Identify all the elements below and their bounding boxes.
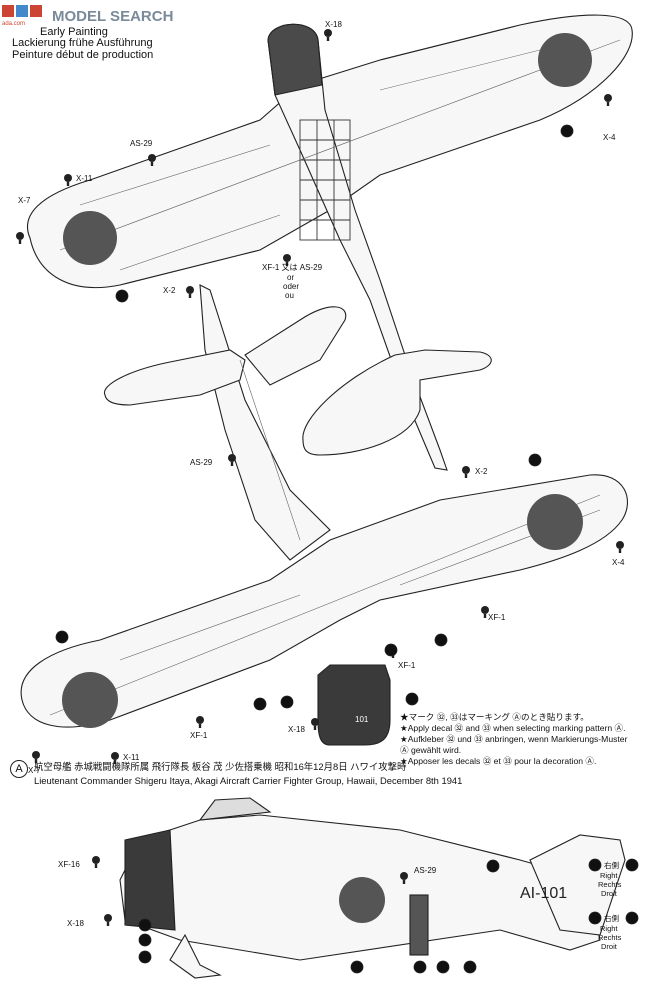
cowl-code: 101: [355, 715, 369, 724]
watermark-site: MODEL SEARCH: [52, 8, 173, 25]
callout-as29-top: AS-29: [130, 139, 153, 148]
callout-x7-bottom: X-7: [28, 766, 41, 775]
top-view-aircraft: [26, 14, 633, 471]
header-early-painting: Early Painting: [40, 26, 108, 38]
callout-xf1-left: XF-1: [190, 731, 208, 740]
callout-xf1-right: XF-1: [488, 613, 506, 622]
callout-x4-bottom: X-4: [612, 558, 625, 567]
decal-27: 27: [141, 953, 149, 962]
decal-30: 30: [489, 862, 497, 871]
right-jp-a: 右側: [604, 860, 619, 870]
hinomaru-bottom-right: [527, 494, 583, 550]
decal-1-b: 1: [120, 292, 124, 301]
droit-a: Droit: [601, 889, 618, 898]
callout-as29-side: AS-29: [414, 866, 437, 875]
decal-1-c: 1: [533, 456, 537, 465]
header-lackierung: Lackierung frühe Ausführung: [12, 37, 153, 49]
decal-1-a: 1: [565, 127, 569, 136]
marking-a-jp: 航空母艦 赤城戦闘機隊所属 飛行隊長 板谷 茂 少佐搭乗機 昭和16年12月8日…: [34, 761, 407, 772]
decal-28: 28: [591, 914, 599, 923]
decal-note: ★マーク ㉜, ㉝はマーキング Ⓐのとき貼ります。 ★Apply decal ㉜…: [400, 712, 650, 767]
marking-a-badge: A: [10, 760, 28, 778]
rechts-b: Rechts: [598, 933, 622, 942]
tail-code: AI-101: [520, 885, 567, 902]
hinomaru-top-left: [63, 211, 117, 265]
decal-32-a: 32: [437, 636, 445, 645]
callout-xf16: XF-16: [58, 860, 80, 869]
header-peinture: Peinture début de production: [12, 49, 154, 61]
decal-18-b: 18: [283, 698, 291, 707]
droit-b: Droit: [601, 942, 618, 951]
callout-x18-side: X-18: [67, 919, 84, 928]
callout-xf1-or-as29: XF-1 又は AS-29: [262, 263, 323, 272]
right-a: Right: [600, 871, 618, 880]
decal-note-en: ★Apply decal ㉜ and ㉝ when selecting mark…: [400, 723, 626, 733]
callout-x4-top: X-4: [603, 133, 616, 142]
decal-2: 2: [355, 963, 359, 972]
callout-x18-bottom: X-18: [288, 725, 305, 734]
callout-x2-mid: X-2: [475, 467, 488, 476]
watermark-logo: MODEL SEARCH ada.com: [0, 3, 175, 27]
callout-or: or: [287, 273, 294, 282]
callout-x7-top: X-7: [18, 196, 31, 205]
decal-9: 9: [441, 963, 445, 972]
decal-29: 29: [628, 914, 636, 923]
watermark-sub: ada.com: [2, 21, 25, 27]
watermark-banner: MODEL SEARCH ada.com: [0, 3, 175, 27]
rechts-a: Rechts: [598, 880, 622, 889]
callout-ou: ou: [285, 291, 294, 300]
decal-32-b: 32: [256, 700, 264, 709]
hinomaru-bottom-left: [62, 672, 118, 728]
right-b: Right: [600, 924, 618, 933]
decal-note-jp: ★マーク ㉜, ㉝はマーキング Ⓐのとき貼ります。: [400, 712, 589, 722]
marking-a-section: A 航空母艦 赤城戦闘機隊所属 飛行隊長 板谷 茂 少佐搭乗機 昭和16年12月…: [10, 760, 462, 788]
callout-x18-top: X-18: [325, 20, 342, 29]
decal-1-d: 1: [60, 633, 64, 642]
right-jp-b: 右側: [604, 913, 619, 923]
decal-26: 26: [628, 861, 636, 870]
decal-16: 16: [466, 963, 474, 972]
marking-a-en: Lieutenant Commander Shigeru Itaya, Akag…: [34, 775, 463, 786]
decal-25: 25: [591, 861, 599, 870]
callout-x11-bottom: X-11: [123, 753, 140, 762]
decal-19: 19: [141, 936, 149, 945]
hinomaru-top-right: [538, 33, 592, 87]
decal-note-de2: Ⓐ gewählt wird.: [400, 745, 462, 755]
decal-31: 31: [416, 963, 424, 972]
callout-x11-top: X-11: [76, 174, 93, 183]
hinomaru-side: [339, 877, 385, 923]
callout-xf1-center: XF-1: [398, 661, 416, 670]
decal-32-side: 32: [141, 921, 149, 930]
decal-note-fr: ★Apposer les decals ㉜ et ㉝ pour la decor…: [400, 756, 597, 766]
callout-as29-mid: AS-29: [190, 458, 213, 467]
decal-33: 33: [408, 695, 416, 704]
decal-18-a: 18: [387, 646, 395, 655]
decal-note-de1: ★Aufkleber ㉜ und ㉝ anbringen, wenn Marki…: [400, 734, 628, 744]
callout-x2-left: X-2: [163, 286, 176, 295]
bottom-view-aircraft: [20, 284, 628, 746]
callout-oder: oder: [283, 282, 299, 291]
